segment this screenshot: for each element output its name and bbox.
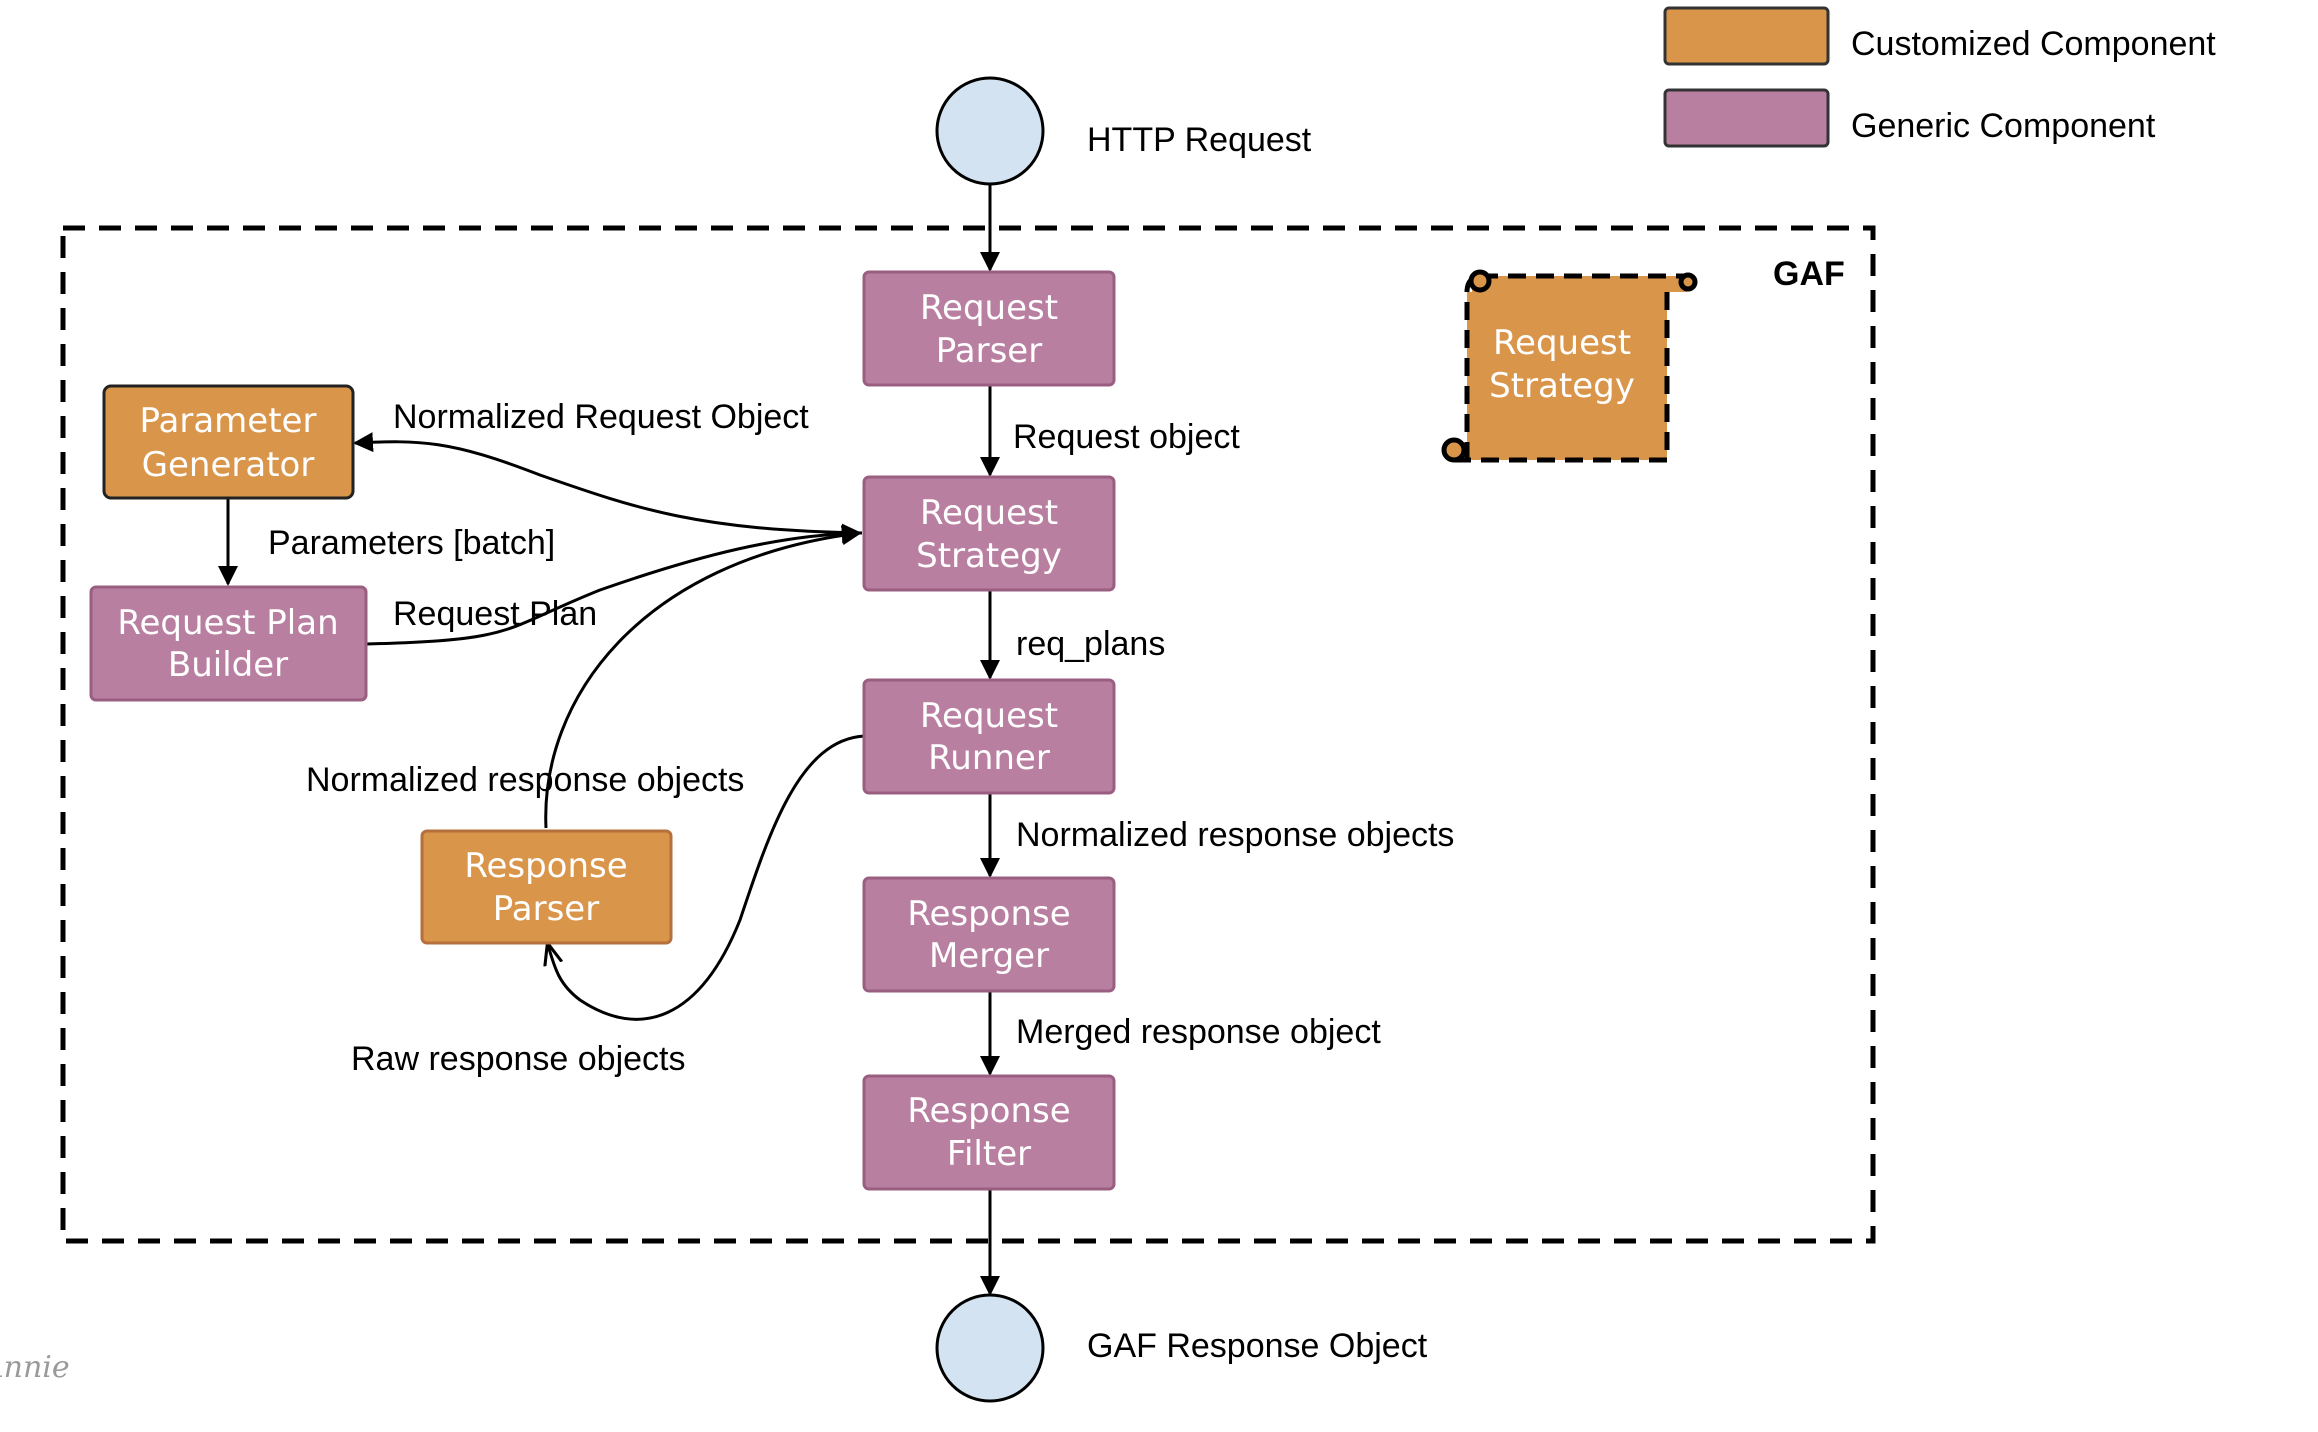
arrow-runner-to-responseparser [548,734,865,1021]
node-request-runner-line1: Request [920,696,1058,736]
node-request-parser-line1: Request [920,288,1058,328]
edge-label-normalized-request: Normalized Request Object [393,398,809,436]
edge-label-normalized-response-runner: Normalized response objects [1016,816,1454,854]
edge-label-merged-response: Merged response object [1016,1013,1381,1051]
node-response-merger-line1: Response [907,894,1070,934]
node-request-parser-line2: Parser [936,331,1042,371]
gaf-container-label: GAF [1773,255,1845,293]
node-request-plan-builder-line2: Builder [168,645,288,685]
node-request-strategy-line1: Request [920,493,1058,533]
node-request-plan-builder-line1: Request Plan [117,603,338,643]
node-response-filter: Response Filter [862,1074,1116,1191]
node-request-strategy-line2: Strategy [916,536,1062,576]
legend-customized-swatch [1663,6,1830,66]
http-request-label: HTTP Request [1087,121,1312,159]
node-request-strategy: Request Strategy [862,475,1116,592]
node-request-parser: Request Parser [862,270,1116,387]
edge-label-parameters-batch: Parameters [batch] [268,524,555,562]
arrow-responseparser-to-strategy [544,525,862,829]
node-request-plan-builder: Request Plan Builder [89,585,368,702]
legend: Customized Component Generic Component [1663,6,2216,148]
edge-label-request-plan: Request Plan [393,595,597,633]
edge-label-req-plans: req_plans [1016,625,1165,663]
signature: Annie [0,1350,70,1385]
http-request-endpoint [935,76,1045,186]
node-parameter-generator-line2: Generator [142,445,315,485]
gaf-response-label: GAF Response Object [1087,1327,1428,1365]
edge-label-normalized-response-parser: Normalized response objects [306,761,744,799]
node-request-runner: Request Runner [862,678,1116,795]
node-request-strategy-scroll: Request Strategy [1441,269,1698,463]
node-response-parser-line1: Response [464,846,627,886]
arrow-planbuilder-to-strategy [365,523,862,646]
node-parameter-generator: Parameter Generator [102,384,355,500]
gaf-container [60,225,1876,1244]
edge-label-request-object: Request object [1013,418,1240,456]
node-response-parser-line2: Parser [493,889,599,929]
gaf-response-endpoint [935,1293,1045,1403]
legend-generic-swatch [1663,88,1830,148]
node-response-parser: Response Parser [420,829,673,945]
legend-generic-label: Generic Component [1851,107,2156,145]
legend-customized-label: Customized Component [1851,25,2216,63]
node-strategy-scroll-line2: Strategy [1489,366,1635,406]
node-strategy-scroll-line1: Request [1493,323,1631,363]
node-parameter-generator-line1: Parameter [140,401,317,441]
edge-label-raw-response: Raw response objects [351,1040,686,1078]
node-response-filter-line1: Response [907,1091,1070,1131]
node-response-merger: Response Merger [862,876,1116,993]
node-response-merger-line2: Merger [929,936,1049,976]
node-request-runner-line2: Runner [928,738,1050,778]
node-response-filter-line2: Filter [947,1134,1031,1174]
arrow-strategy-to-paramgen [353,432,863,535]
